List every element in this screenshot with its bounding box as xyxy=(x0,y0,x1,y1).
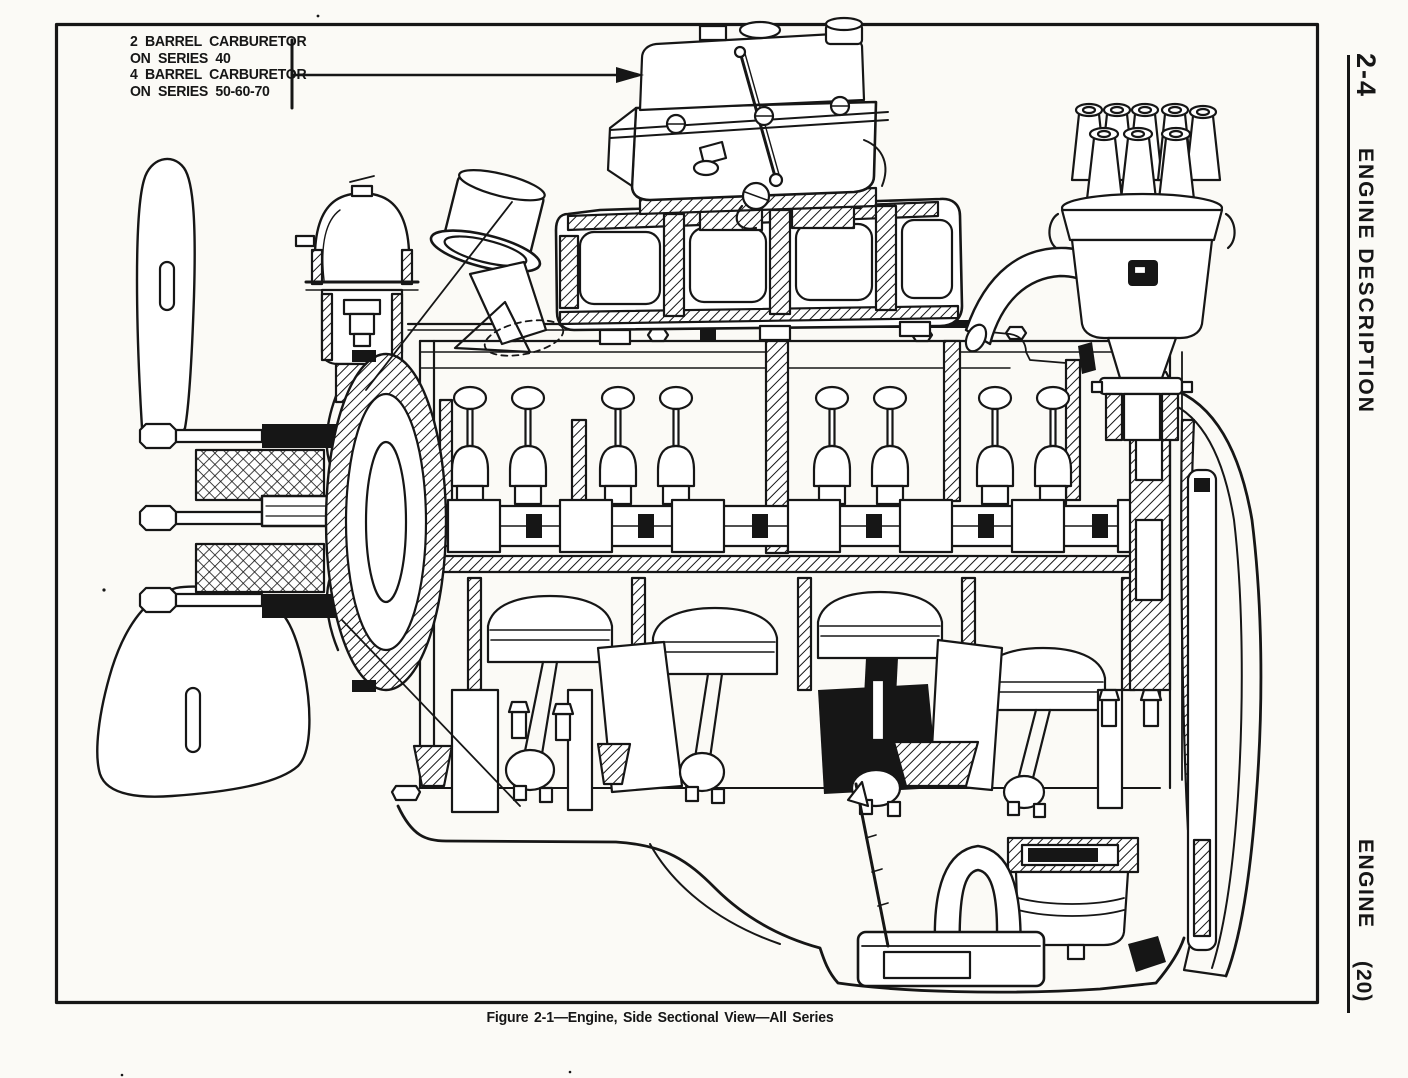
oil-pickup-screen xyxy=(856,930,1046,988)
fan-hub xyxy=(138,394,442,652)
figure-caption: Figure 2-1—Engine, Side Sectional View—A… xyxy=(486,1009,834,1026)
group-title: ENGINE xyxy=(1354,839,1377,929)
callout-line-3: 4 BARREL CARBURETOR xyxy=(130,66,307,84)
flywheel-housing xyxy=(1128,338,1263,978)
camshaft xyxy=(430,498,1162,554)
figure-frame xyxy=(54,22,1320,1005)
oil-pump xyxy=(856,836,1140,988)
dipstick xyxy=(846,780,890,948)
carburetor xyxy=(606,16,889,230)
fan xyxy=(96,157,311,798)
callout-line-2: ON SERIES 40 xyxy=(130,49,231,67)
water-pump xyxy=(324,201,521,807)
pistons-crankshaft xyxy=(412,576,1163,819)
carburetor-callout: 2 BARREL CARBURETOR ON SERIES 40 4 BARRE… xyxy=(130,33,307,100)
callout-line-4: ON SERIES 50-60-70 xyxy=(130,82,270,100)
section-title: ENGINE DESCRIPTION xyxy=(1354,148,1377,414)
callout-arrow xyxy=(290,38,644,110)
oil-filler-tube xyxy=(429,169,565,357)
group-number: (20) xyxy=(1352,961,1375,1003)
callout-line-1: 2 BARREL CARBURETOR xyxy=(130,33,307,50)
intake-manifold xyxy=(554,194,964,346)
oil-pan xyxy=(390,784,1186,994)
distributor xyxy=(1048,102,1236,442)
page-number: 2-4 xyxy=(1351,53,1381,99)
margin-rule xyxy=(1347,55,1350,1013)
